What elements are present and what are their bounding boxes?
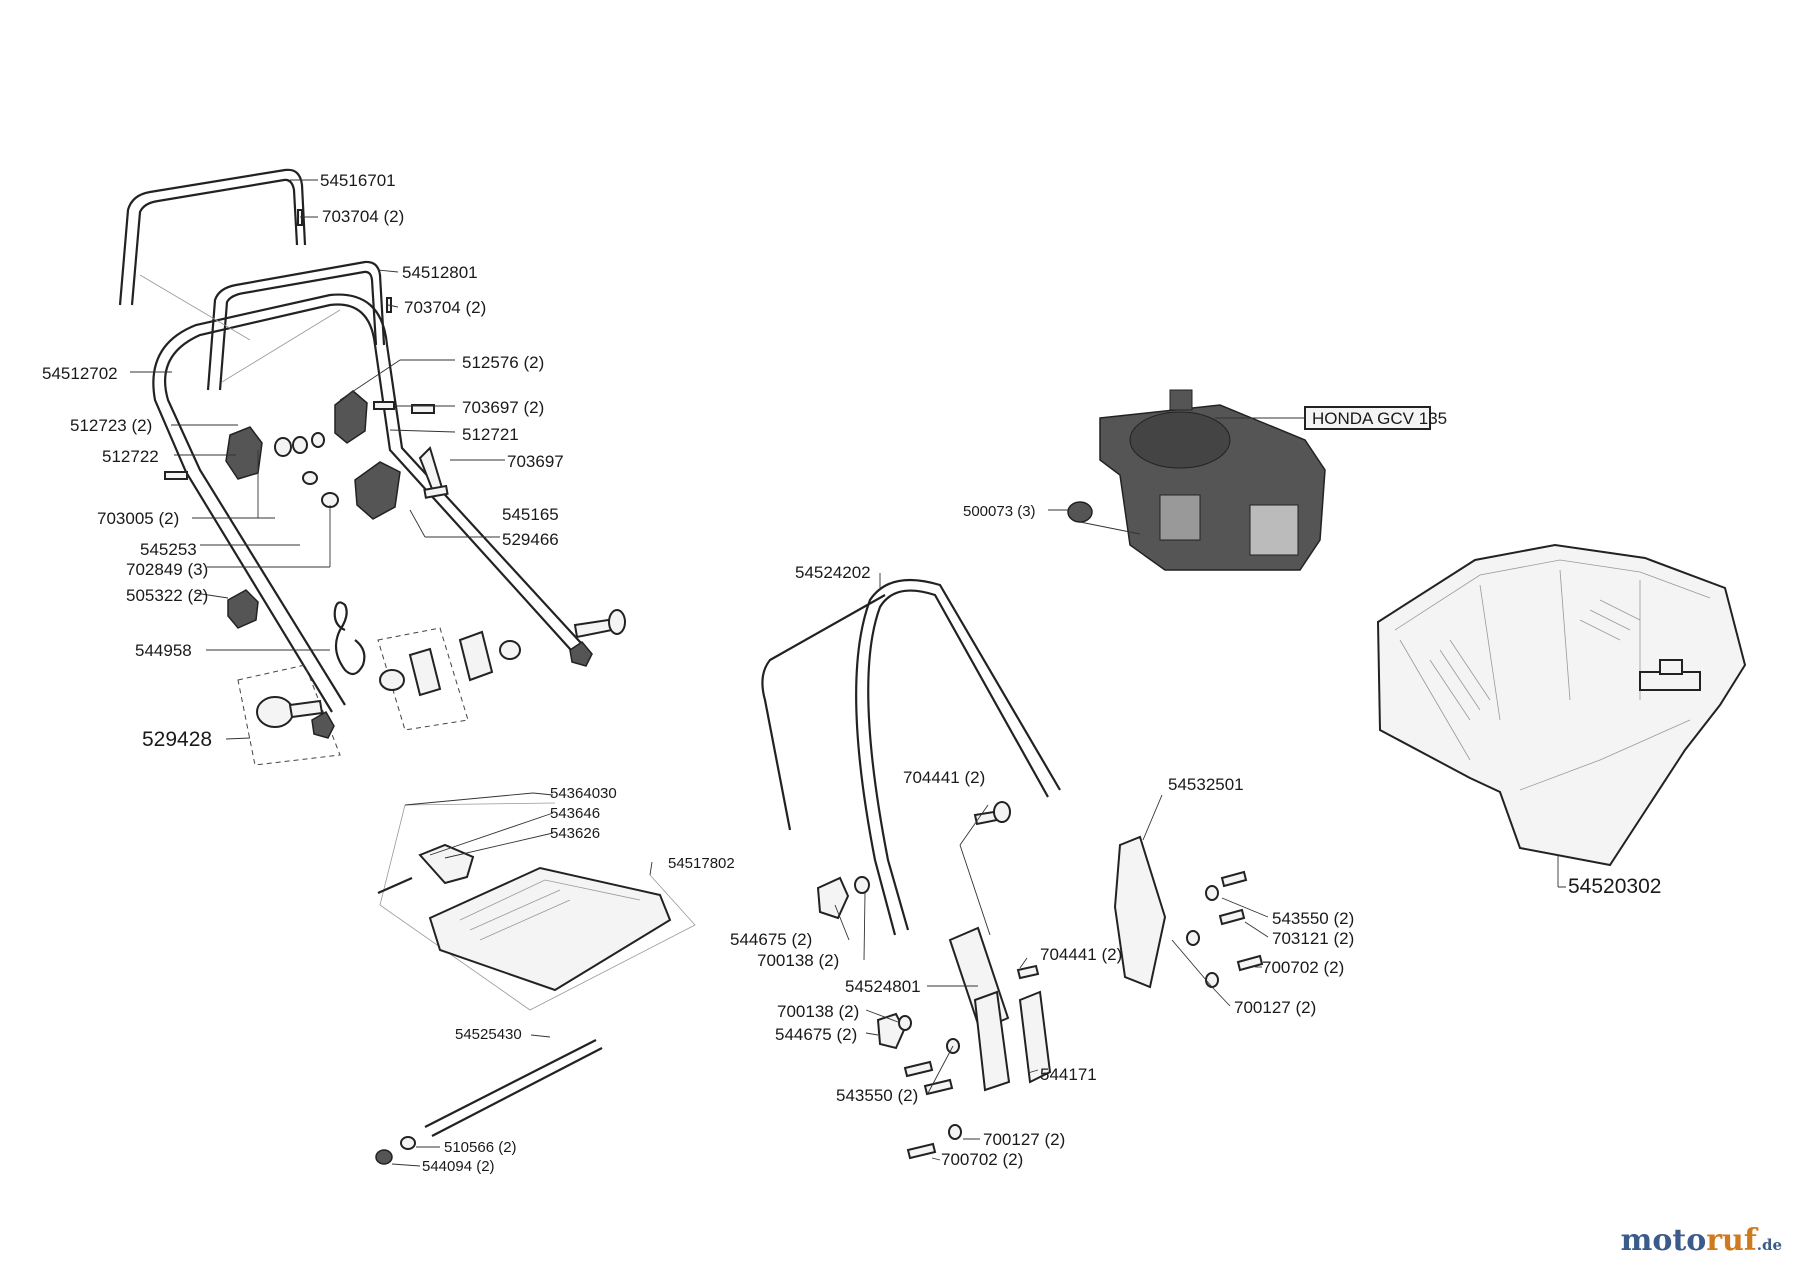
callout-703697-2: 703697 (2) <box>462 398 544 417</box>
callout-505322: 505322 (2) <box>126 586 208 605</box>
grass-catcher <box>1376 543 1747 867</box>
callout-54532501: 54532501 <box>1168 775 1244 794</box>
callout-512722: 512722 <box>102 447 159 466</box>
callout-543550-b: 543550 (2) <box>836 1086 918 1105</box>
callout-704441-a: 704441 (2) <box>903 768 985 787</box>
callout-700702-a: 700702 (2) <box>1262 958 1344 977</box>
engine-group: HONDA GCV 135 500073 (3) <box>963 389 1447 571</box>
callout-54364030: 54364030 <box>550 785 617 802</box>
rear-flap <box>428 866 672 992</box>
callout-702849: 702849 (3) <box>126 560 208 579</box>
callout-700127-a: 700127 (2) <box>1234 998 1316 1017</box>
callout-544675-b: 544675 (2) <box>775 1025 857 1044</box>
dashed-group-right <box>377 627 469 731</box>
grass-catcher-group: 54520302 <box>1376 543 1747 898</box>
callout-529466: 529466 <box>502 530 559 549</box>
callout-512576: 512576 (2) <box>462 353 544 372</box>
wing-nut <box>816 876 850 920</box>
bracket-54532501 <box>1113 835 1167 989</box>
callout-703704-a: 703704 (2) <box>322 207 404 226</box>
clamp-left <box>225 426 263 480</box>
callout-544958: 544958 <box>135 641 192 660</box>
callout-703697: 703697 <box>507 452 564 471</box>
deflector-group: 54364030 543646 543626 54517802 54525430… <box>375 785 735 1175</box>
pin <box>377 876 413 895</box>
callout-510566: 510566 (2) <box>444 1139 517 1156</box>
callout-543550-a: 543550 (2) <box>1272 909 1354 928</box>
callout-54512801: 54512801 <box>402 263 478 282</box>
callout-544171: 544171 <box>1040 1065 1097 1084</box>
middle-callouts: 54524202 704441 (2) 54532501 544675 (2) … <box>730 563 1354 1169</box>
callout-54516701: 54516701 <box>320 171 396 190</box>
callout-545165: 545165 <box>502 505 559 524</box>
dashed-group-left <box>237 664 341 766</box>
middle-leaders <box>834 794 1566 1161</box>
callout-700138-b: 700138 (2) <box>777 1002 859 1021</box>
callout-543626: 543626 <box>550 825 600 842</box>
callout-703005: 703005 (2) <box>97 509 179 528</box>
brand-part3: .de <box>1756 1236 1782 1254</box>
callout-700702-b: 700702 (2) <box>941 1150 1023 1169</box>
callout-54524202: 54524202 <box>795 563 871 582</box>
spring <box>333 601 366 676</box>
callout-54517802: 54517802 <box>668 855 735 872</box>
left-leaders <box>130 179 505 740</box>
callout-500073: 500073 (3) <box>963 503 1036 520</box>
axle-rod <box>424 1039 597 1128</box>
callout-700127-b: 700127 (2) <box>983 1130 1065 1149</box>
clamp-right <box>334 390 368 444</box>
brand-part2: ruf <box>1706 1223 1757 1258</box>
callout-54524801: 54524801 <box>845 977 921 996</box>
left-callouts: 54516701 703704 (2) 54512801 703704 (2) … <box>42 171 564 751</box>
callout-54512702: 54512702 <box>42 364 118 383</box>
top-handle-bar <box>118 168 307 306</box>
callout-544675-a: 544675 (2) <box>730 930 812 949</box>
brand-logo: motoruf.de <box>1621 1223 1782 1258</box>
callout-703704-b: 703704 (2) <box>404 298 486 317</box>
brand-part1: moto <box>1620 1223 1707 1258</box>
lower-handle-2 <box>855 578 1061 936</box>
lower-handle <box>164 303 581 706</box>
callout-545253: 545253 <box>140 540 197 559</box>
callout-700138-a: 700138 (2) <box>757 951 839 970</box>
callout-54525430: 54525430 <box>455 1026 522 1043</box>
middle-handle-group <box>761 573 1264 1160</box>
callout-544094: 544094 (2) <box>422 1158 495 1175</box>
callout-54520302: 54520302 <box>1568 875 1661 898</box>
mid-handle-bar <box>206 260 386 391</box>
callout-512721: 512721 <box>462 425 519 444</box>
callout-honda-gcv-135: HONDA GCV 135 <box>1312 409 1447 428</box>
cable-lever <box>354 461 401 520</box>
wheel-knob <box>256 696 294 728</box>
callout-543646: 543646 <box>550 805 600 822</box>
callout-704441-b: 704441 (2) <box>1040 945 1122 964</box>
callout-512723: 512723 (2) <box>70 416 152 435</box>
knob <box>227 589 259 629</box>
callout-529428: 529428 <box>142 728 212 751</box>
callout-703121: 703121 (2) <box>1272 929 1354 948</box>
